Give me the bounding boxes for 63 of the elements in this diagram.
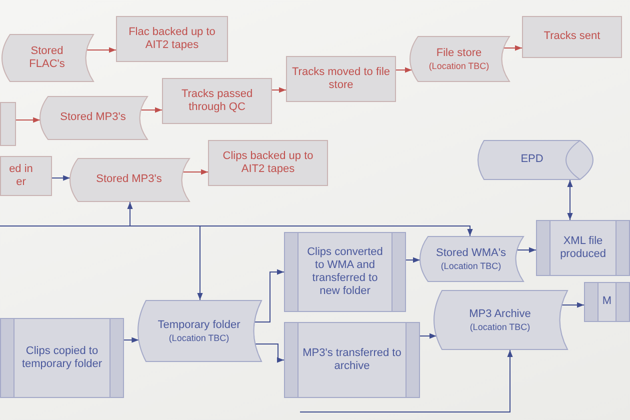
arrow <box>86 47 116 53</box>
data-store-shape <box>138 300 262 362</box>
arrow <box>420 333 437 339</box>
arrow <box>0 202 133 226</box>
arrow <box>140 107 162 113</box>
box-label: Clips copied to temporary folder <box>20 344 104 372</box>
arrow <box>562 302 584 308</box>
box-label: ed in er <box>8 162 34 190</box>
process-box <box>116 16 228 62</box>
box-label: Stored MP3's <box>96 173 162 187</box>
box-label: Flac backed up to AIT2 tapes <box>128 26 216 52</box>
location-note: (Location TBC) <box>440 260 502 272</box>
data-store-shape <box>70 158 190 202</box>
predefined-process-box <box>0 318 124 398</box>
arrow <box>300 350 513 412</box>
box-label: M <box>602 295 612 309</box>
box-label: XML file produced <box>559 234 607 262</box>
box-label: Tracks moved to file store <box>292 66 390 92</box>
location-note: (Location TBC) <box>470 322 530 332</box>
box-label: Clips backed up to AIT2 tapes <box>222 150 314 176</box>
box-label: MP3 Archive <box>469 308 531 321</box>
data-store-shape <box>434 290 568 350</box>
arrow <box>16 117 41 123</box>
process-box <box>208 140 328 186</box>
predefined-process-box <box>284 322 420 398</box>
box-label: Stored FLAC's <box>28 44 66 72</box>
predefined-process-box <box>284 232 406 312</box>
box-label: Temporary folder <box>158 318 240 332</box>
arrow <box>272 87 286 93</box>
arrow <box>254 269 284 322</box>
process-box <box>162 78 272 124</box>
arrow <box>200 226 473 236</box>
predefined-process-box <box>584 282 630 322</box>
box-label: Clips converted to WMA and transferred to new folder <box>306 246 384 298</box>
box-label: File store <box>436 46 482 60</box>
arrow <box>406 257 421 263</box>
box-label: MP3's transferred to archive <box>302 346 402 374</box>
process-box <box>0 102 16 146</box>
arrow <box>130 226 203 300</box>
data-store-shape <box>40 96 148 140</box>
process-box <box>0 156 52 196</box>
process-box <box>286 56 396 102</box>
data-store-shape <box>420 236 524 282</box>
location-note: (Location TBC) <box>428 60 490 72</box>
arrow <box>503 45 522 51</box>
data-store-shape <box>410 36 510 82</box>
arrow <box>52 175 71 181</box>
arrow <box>254 344 284 363</box>
storage-drum-shape <box>478 140 594 180</box>
arrow <box>516 247 536 253</box>
arrow <box>182 169 208 175</box>
process-box <box>522 16 622 58</box>
box-label: EPD <box>520 153 544 167</box>
location-note: (Location TBC) <box>168 332 230 344</box>
box-label: Stored WMA's <box>436 246 506 260</box>
data-store-shape <box>2 34 94 82</box>
arrow <box>567 180 573 220</box>
box-label: Tracks sent <box>544 30 600 44</box>
arrow <box>124 337 140 343</box>
arrow <box>396 67 412 73</box>
predefined-process-box <box>536 220 630 276</box>
box-label: Tracks passed through QC <box>180 88 254 114</box>
box-label: Stored MP3's <box>60 111 126 125</box>
